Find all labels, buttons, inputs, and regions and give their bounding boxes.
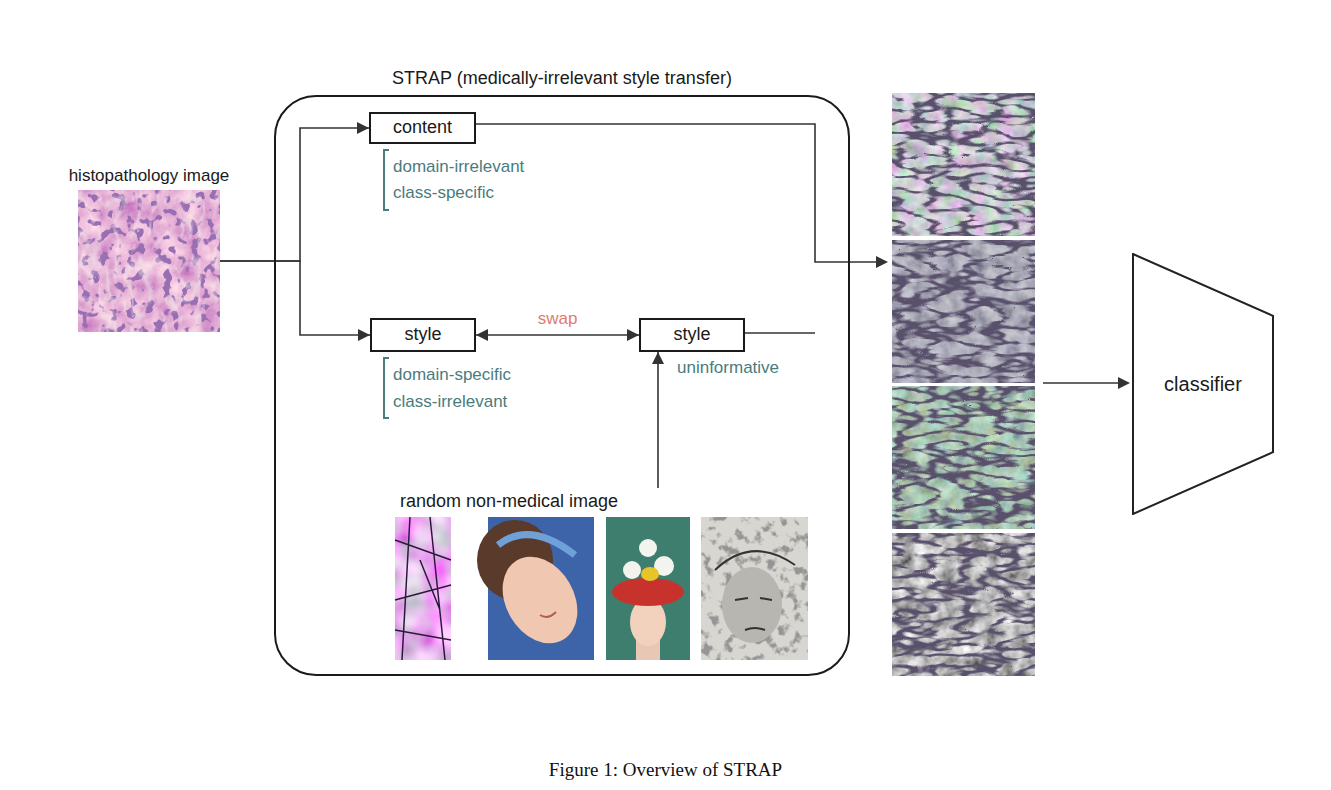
annotation-label: class-irrelevant [393, 392, 507, 412]
classifier-block: classifier [1132, 253, 1274, 515]
arrow-head [1118, 377, 1130, 389]
tissue-texture [78, 190, 220, 332]
nuclei-texture [78, 190, 220, 332]
output-streaks [892, 386, 1035, 529]
node-heading: STRAP (medically-irrelevant style transf… [392, 68, 732, 90]
bracket [384, 358, 389, 418]
content-to-output-line [476, 124, 878, 262]
node-label: style [673, 324, 710, 346]
node-label: content [393, 117, 452, 139]
annotation-label: uninformative [677, 358, 779, 378]
portrait-background [606, 517, 690, 660]
annotation-label: domain-specific [393, 365, 511, 385]
stylized-output [892, 240, 1035, 383]
connector-arrow [657, 352, 659, 488]
content-box: content [369, 112, 476, 144]
portrait-face [488, 543, 593, 657]
sketch-shading [701, 517, 808, 660]
trapezoid-outline [1132, 253, 1274, 515]
output-images [892, 93, 1035, 676]
hat-flower [639, 539, 657, 557]
node-heading: histopathology image [69, 166, 230, 186]
annotation-label: domain-irrelevant [393, 157, 524, 177]
connector-arrow [220, 261, 370, 335]
stylized-output [892, 386, 1035, 529]
method-frame: STRAP (medically-irrelevant style transf… [274, 95, 850, 676]
style-box: style [639, 318, 745, 352]
stylized-output [892, 93, 1035, 236]
style-source-node: random non-medical image [397, 488, 810, 662]
abstract-artwork [395, 517, 451, 660]
stylized-output [892, 533, 1035, 676]
hat-flower [623, 561, 641, 579]
portrait-headband [498, 535, 575, 555]
sketch-lines [715, 551, 795, 630]
brackets [384, 150, 389, 418]
bracket [384, 150, 389, 210]
style-to-output-line [745, 332, 815, 334]
portrait-hat [612, 578, 684, 606]
input-image-node: histopathology image [78, 190, 220, 332]
figure-caption: Figure 1: Overview of STRAP [0, 758, 1331, 782]
sketch-face [722, 567, 782, 643]
connector-arrow [220, 128, 369, 261]
mosaic-lines [395, 517, 451, 660]
node-label: style [404, 324, 441, 346]
style-box: style [370, 318, 476, 352]
edge-label: swap [536, 309, 580, 329]
portrait-mouth [540, 612, 556, 617]
node-heading: random non-medical image [397, 488, 810, 513]
annotation-label: class-specific [393, 183, 494, 203]
histopathology-picture [78, 190, 220, 332]
trapezoid-shape [1133, 254, 1273, 514]
connector-arrow [476, 334, 639, 336]
artwork-images [395, 517, 808, 660]
output-streaks [892, 533, 1035, 676]
output-streaks [892, 240, 1035, 383]
stroma-texture [78, 190, 220, 332]
hat-bird [641, 567, 659, 581]
portrait-background [488, 517, 594, 660]
arrow-head [876, 256, 888, 268]
node-label: classifier [1164, 372, 1242, 396]
output-to-classifier-line [1043, 382, 1120, 384]
output-streaks [892, 93, 1035, 236]
flow-lines [476, 124, 1120, 383]
sketch-background [701, 517, 808, 660]
